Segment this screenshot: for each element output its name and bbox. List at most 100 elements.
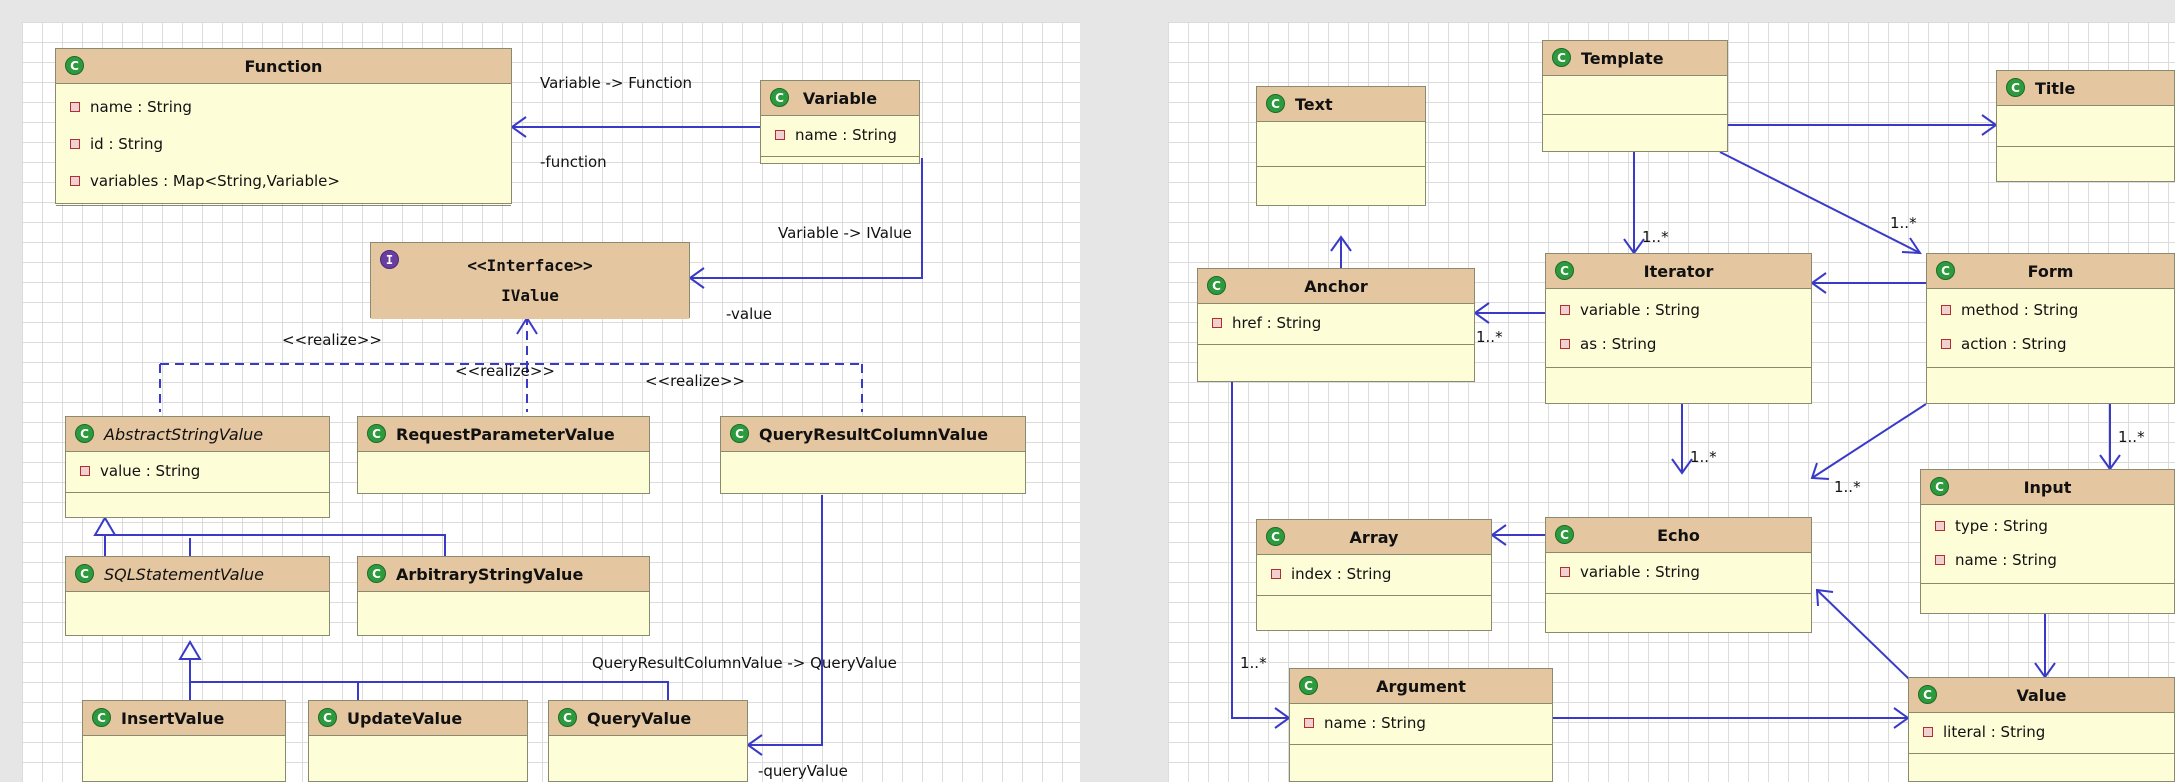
class-icon: C: [318, 708, 337, 727]
private-icon: [70, 138, 80, 149]
attribute: method : String: [1927, 293, 2174, 327]
attribute: href : String: [1198, 308, 1474, 338]
class-icon: C: [367, 424, 386, 443]
attribute: variable : String: [1546, 557, 1811, 587]
class-icon: C: [75, 424, 94, 443]
multiplicity-label: 1..*: [1240, 654, 1267, 672]
attributes: [1257, 122, 1425, 167]
attribute: value : String: [66, 456, 329, 486]
class-icon: C: [1918, 685, 1937, 704]
class-icon: C: [1930, 477, 1949, 496]
attribute: as : String: [1546, 327, 1811, 361]
class-icon: C: [75, 564, 94, 583]
multiplicity-label: 1..*: [1890, 214, 1917, 232]
role-label: -queryValue: [758, 762, 848, 780]
private-icon: [1935, 555, 1945, 565]
attribute: variable : String: [1546, 293, 1811, 327]
attribute: name : String: [1921, 543, 2174, 577]
attribute: variables : Map<String,Variable>: [56, 162, 511, 199]
assoc-label: Variable -> IValue: [778, 224, 912, 242]
attribute: name : String: [56, 88, 511, 125]
multiplicity-label: 1..*: [1476, 328, 1503, 346]
attributes: variable : String as : String: [1546, 289, 1811, 368]
stereotype-label: <<realize>>: [645, 372, 745, 390]
class-icon: C: [367, 564, 386, 583]
class-icon: C: [92, 708, 111, 727]
private-icon: [1560, 305, 1570, 315]
interface-icon: I: [380, 250, 399, 269]
attributes: variable : String: [1546, 553, 1811, 594]
class-icon: C: [1555, 525, 1574, 544]
private-icon: [80, 466, 90, 476]
role-label: -value: [726, 305, 772, 323]
private-icon: [1935, 521, 1945, 531]
class-icon: C: [558, 708, 577, 727]
attribute: id : String: [56, 125, 511, 162]
attribute: literal : String: [1909, 717, 2174, 747]
attributes: name : String: [761, 116, 919, 157]
multiplicity-label: 1..*: [1690, 448, 1717, 466]
attributes: value : String: [66, 452, 329, 493]
assoc-label: QueryResultColumnValue -> QueryValue: [592, 654, 897, 672]
class-icon: C: [1299, 676, 1318, 695]
attribute: name : String: [761, 120, 919, 150]
private-icon: [1560, 567, 1570, 577]
private-icon: [70, 175, 80, 186]
attribute: index : String: [1257, 559, 1491, 589]
attribute: name : String: [1290, 708, 1552, 738]
multiplicity-label: 1..*: [2118, 428, 2145, 446]
private-icon: [1271, 569, 1281, 579]
attributes: type : String name : String: [1921, 505, 2174, 584]
private-icon: [1941, 305, 1951, 315]
class-icon: C: [65, 56, 84, 75]
class-icon: C: [1266, 94, 1285, 113]
class-icon: C: [1555, 261, 1574, 280]
private-icon: [1923, 727, 1933, 737]
class-icon: C: [1936, 261, 1955, 280]
private-icon: [1212, 318, 1222, 328]
attribute: action : String: [1927, 327, 2174, 361]
class-icon: C: [2006, 78, 2025, 97]
stereotype-label: <<realize>>: [282, 331, 382, 349]
attribute: type : String: [1921, 509, 2174, 543]
attributes: method : String action : String: [1927, 289, 2174, 368]
class-icon: C: [1552, 48, 1571, 67]
interface-ivalue[interactable]: I <<Interface>> IValue: [370, 242, 690, 319]
attributes: [1997, 106, 2174, 147]
private-icon: [1941, 339, 1951, 349]
attributes: index : String: [1257, 555, 1491, 596]
